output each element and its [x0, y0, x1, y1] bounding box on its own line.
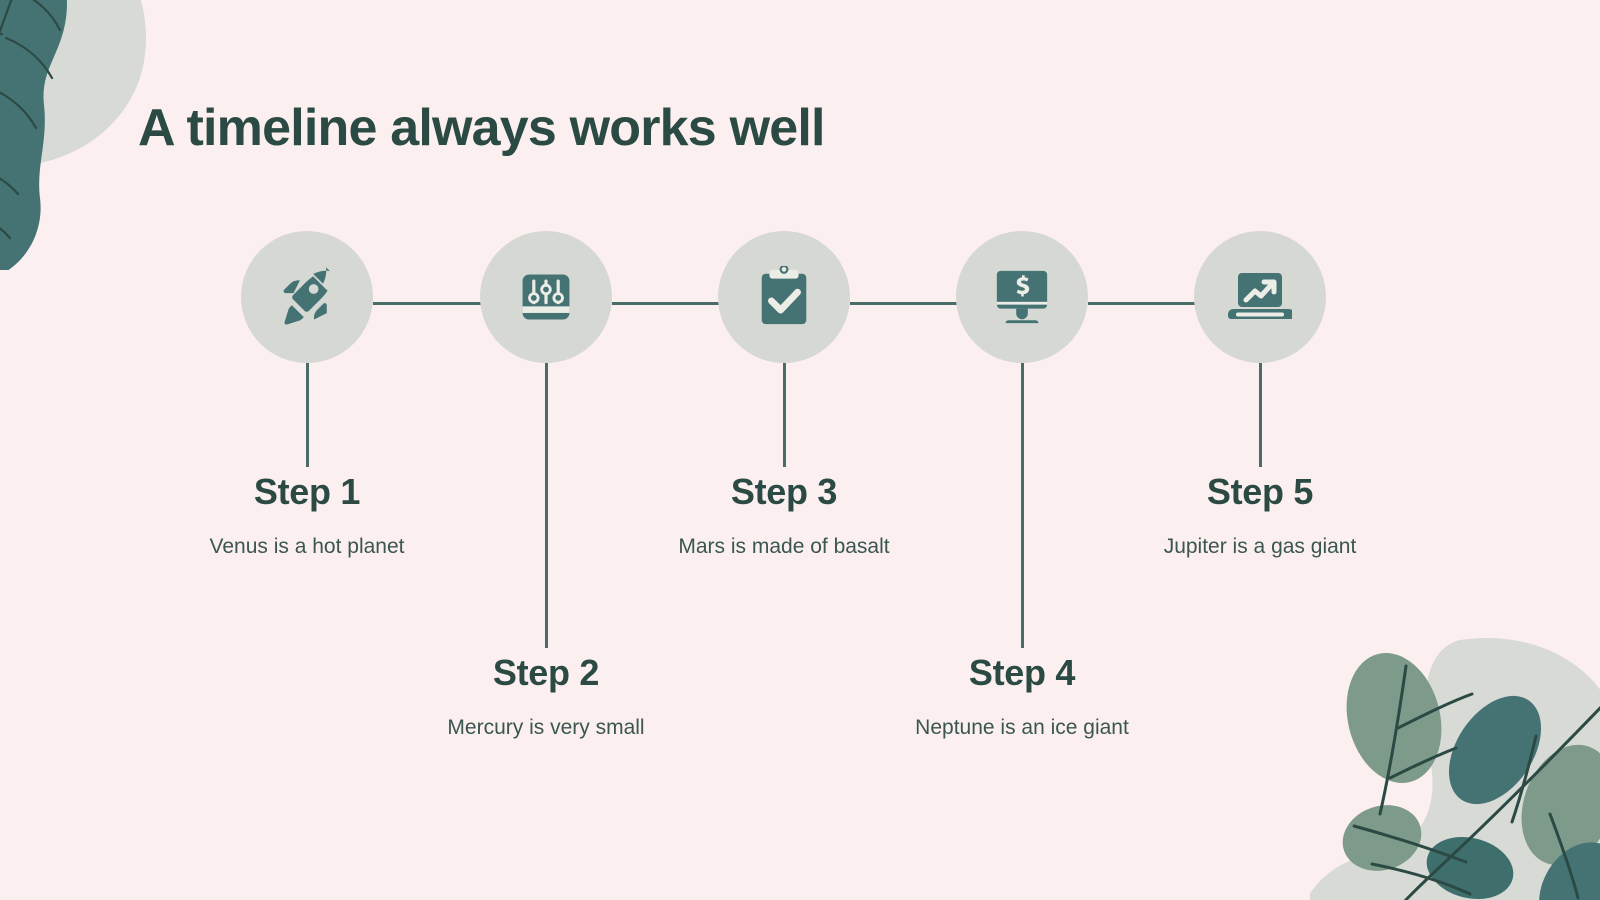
- timeline-node-step-4[interactable]: [956, 231, 1088, 363]
- timeline-node-step-2[interactable]: [480, 231, 612, 363]
- connector-line-3-4: [850, 302, 1022, 305]
- sliders-icon: [516, 267, 576, 327]
- timeline-node-step-3[interactable]: [718, 231, 850, 363]
- stem-step-1: [306, 363, 309, 467]
- timeline-node-step-1[interactable]: [241, 231, 373, 363]
- laptop-chart-icon: [1228, 271, 1292, 323]
- step-title: Step 5: [1206, 471, 1314, 512]
- step-description: Neptune is an ice giant: [915, 715, 1129, 739]
- stem-step-2: [545, 363, 548, 648]
- rocket-icon: [276, 266, 338, 328]
- step-title: Step 1: [253, 471, 361, 512]
- step-description: Jupiter is a gas giant: [1163, 534, 1357, 558]
- stem-step-5: [1259, 363, 1262, 467]
- step-title: Step 4: [968, 652, 1076, 693]
- step-description: Mercury is very small: [447, 715, 645, 739]
- connector-line-1-2: [373, 302, 545, 305]
- step-description: Mars is made of basalt: [678, 534, 890, 558]
- connector-line-2-3: [612, 302, 784, 305]
- monitor-dollar-icon: [991, 267, 1053, 327]
- connector-line-4-5: [1088, 302, 1260, 305]
- timeline-node-step-5[interactable]: [1194, 231, 1326, 363]
- step-description: Venus is a hot planet: [209, 534, 405, 558]
- step-block-4: Step 4 Neptune is an ice giant: [812, 653, 1232, 740]
- step-block-1: Step 1 Venus is a hot planet: [97, 472, 517, 559]
- step-title: Step 3: [730, 471, 838, 512]
- step-block-3: Step 3 Mars is made of basalt: [574, 472, 994, 559]
- step-block-2: Step 2 Mercury is very small: [336, 653, 756, 740]
- page-title: A timeline always works well: [138, 99, 825, 157]
- clipboard-check-icon: [755, 266, 813, 328]
- stem-step-4: [1021, 363, 1024, 648]
- stem-step-3: [783, 363, 786, 467]
- step-title: Step 2: [492, 652, 600, 693]
- step-block-5: Step 5 Jupiter is a gas giant: [1050, 472, 1470, 559]
